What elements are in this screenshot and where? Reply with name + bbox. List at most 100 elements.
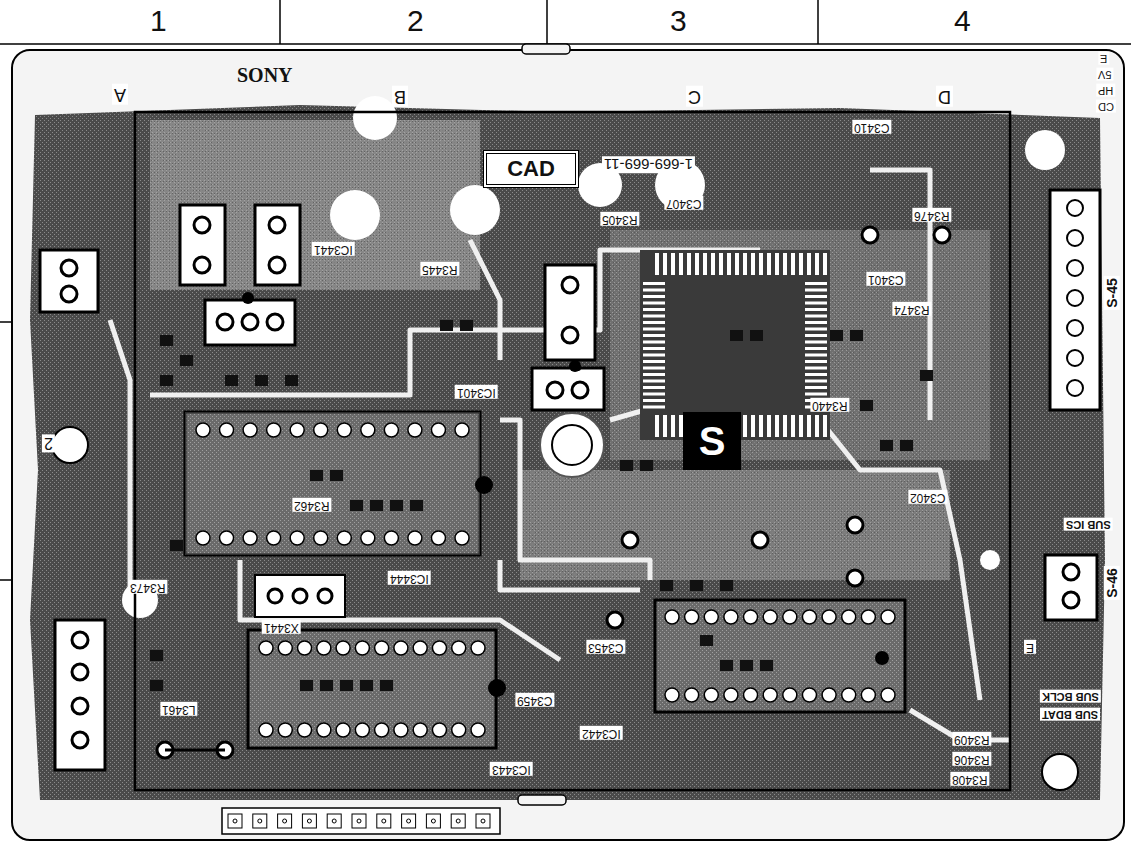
pcb-detail [220, 423, 234, 437]
pcb-detail [1067, 380, 1083, 396]
logo-mark: S [683, 412, 741, 470]
zone-letter: B [392, 86, 408, 107]
pcb-detail [881, 688, 895, 702]
pcb-detail [267, 423, 281, 437]
pcb-detail [160, 375, 173, 386]
pcb-detail [685, 688, 699, 702]
pcb-detail [413, 723, 427, 737]
part-label: IC3401 [455, 385, 498, 399]
part-label: 5V [1096, 68, 1113, 81]
part-label: L3461 [160, 702, 197, 716]
pcb-detail [744, 610, 758, 624]
pcb-detail [278, 814, 292, 828]
pcb-detail [805, 282, 827, 285]
pcb-detail [799, 415, 803, 437]
pcb-detail [791, 415, 795, 437]
pcb-detail [643, 393, 665, 396]
mark-text: CAD [507, 156, 555, 182]
pcb-detail [805, 367, 827, 370]
pcb-detail [805, 347, 827, 350]
pcb-detail [823, 253, 827, 275]
pcb-detail [220, 531, 234, 545]
pcb-detail [735, 253, 739, 275]
pcb-detail [805, 380, 827, 383]
pcb-detail [660, 580, 673, 591]
pcb-detail [456, 819, 460, 823]
pcb-detail [471, 641, 485, 655]
pcb-detail [665, 610, 679, 624]
pcb-detail [807, 253, 811, 275]
pcb-detail [775, 415, 779, 437]
pcb-detail [805, 341, 827, 344]
pcb-detail [643, 321, 665, 324]
pcb-detail [720, 660, 733, 671]
pcb-detail [452, 641, 466, 655]
pcb-detail [253, 814, 267, 828]
pcb-detail [350, 500, 363, 511]
pcb-detail [861, 688, 875, 702]
pcb-detail [743, 253, 747, 275]
pcb-detail [355, 641, 369, 655]
part-label: HP [1096, 84, 1115, 97]
pcb-detail [259, 723, 273, 737]
part-label: SUB BCLK [1040, 690, 1101, 703]
pcb-detail [643, 399, 665, 402]
pcb-detail [278, 723, 292, 737]
pcb-detail [384, 423, 398, 437]
pcb-detail [1067, 320, 1083, 336]
pcb-detail [822, 610, 836, 624]
part-label: R3474 [892, 302, 931, 316]
pcb-detail [805, 315, 827, 318]
pcb-detail [920, 370, 933, 381]
pcb-detail [830, 330, 843, 341]
pcb-detail [431, 423, 445, 437]
pcb-detail [426, 814, 440, 828]
part-label: C3407 [664, 196, 703, 210]
pcb-detail [671, 415, 675, 437]
part-label: R3408 [950, 772, 989, 786]
pcb-detail [298, 723, 312, 737]
pcb-detail [225, 375, 238, 386]
pcb-detail [460, 320, 473, 331]
pcb-detail [196, 423, 210, 437]
pcb-detail [643, 347, 665, 350]
pcb-detail [410, 500, 423, 511]
pcb-detail [455, 531, 469, 545]
pcb-detail [332, 819, 336, 823]
pcb-detail [337, 423, 351, 437]
pcb-detail [704, 688, 718, 702]
pcb-detail [759, 415, 763, 437]
pcb-detail [643, 302, 665, 305]
pcb-detail [802, 688, 816, 702]
pcb-detail [687, 253, 691, 275]
part-label: R3440 [810, 398, 849, 412]
pcb-detail [850, 330, 863, 341]
grid-number: 4 [952, 4, 973, 39]
part-label: IC3444 [388, 571, 431, 585]
pcb-detail [663, 253, 667, 275]
pcb-detail [727, 253, 731, 275]
pcb-detail [302, 814, 316, 828]
pcb-detail [196, 531, 210, 545]
pcb-detail [783, 610, 797, 624]
pcb-detail [228, 814, 242, 828]
pcb-detail [620, 460, 633, 471]
zone-letter: A [112, 84, 128, 105]
pcb-detail [290, 423, 304, 437]
pcb-detail [481, 819, 485, 823]
pcb-detail [327, 814, 341, 828]
pcb-detail [377, 814, 391, 828]
pcb-detail [805, 302, 827, 305]
pcb-detail [685, 610, 699, 624]
pcb-detail [452, 723, 466, 737]
part-label: C3459 [515, 693, 554, 707]
pcb-detail [679, 253, 683, 275]
pcb-detail [431, 819, 435, 823]
pcb-detail [300, 680, 313, 691]
pcb-detail [805, 386, 827, 389]
part-label: C3401 [866, 272, 905, 286]
pcb-detail [340, 680, 353, 691]
pcb-detail [805, 360, 827, 363]
pcb-detail [1067, 200, 1083, 216]
